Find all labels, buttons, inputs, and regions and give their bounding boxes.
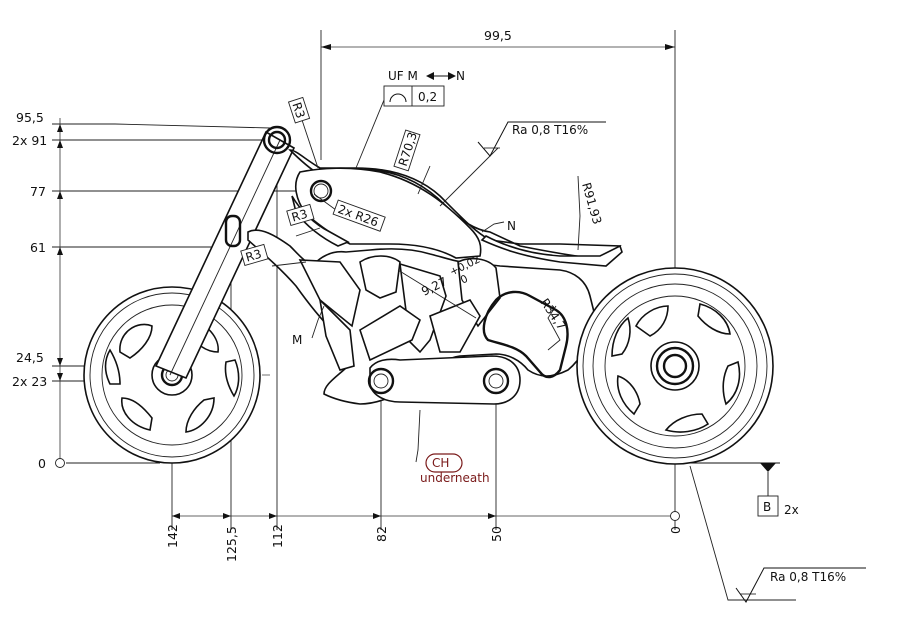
arrow — [57, 373, 63, 381]
arrow — [488, 513, 496, 519]
svg-text:UF M: UF M — [388, 69, 418, 83]
arrow — [57, 124, 63, 132]
leader-r34 — [547, 305, 561, 351]
label-r3-low: R3 — [240, 243, 269, 266]
arrow — [57, 247, 63, 255]
leader-ra-top — [439, 147, 499, 207]
ext-95-b — [114, 123, 271, 129]
leader-9-27 — [397, 269, 477, 319]
arrow — [223, 513, 231, 519]
leader-ch — [415, 409, 421, 463]
origin-marker-h — [670, 511, 680, 521]
leader-r70 — [417, 165, 431, 195]
dim-v-23: 2x 23 — [12, 374, 47, 389]
dim-v-61: 61 — [30, 240, 46, 255]
frame-body — [247, 149, 623, 405]
swingarm — [367, 355, 521, 405]
origin-marker-v — [55, 458, 65, 468]
leader-r3-mid — [295, 227, 321, 237]
front-fork — [154, 125, 296, 380]
svg-text:R3: R3 — [290, 207, 309, 225]
datum-b: B 2x — [690, 462, 799, 517]
point-label-n: N — [507, 219, 516, 233]
leader-profile — [355, 99, 385, 169]
svg-text:0,2: 0,2 — [418, 90, 437, 104]
svg-text:underneath: underneath — [420, 471, 490, 485]
dim-v-95: 95,5 — [16, 110, 44, 125]
arrow — [57, 140, 63, 148]
dim-v-0: 0 — [38, 456, 46, 471]
svg-text:Ra 0,8 T16%: Ra 0,8 T16% — [512, 123, 588, 137]
surface-finish-bottom: Ra 0,8 T16% — [735, 567, 866, 603]
label-r70: R70,3 — [393, 129, 421, 172]
dim-h-142: 142 — [165, 524, 180, 548]
leader-n — [481, 221, 505, 233]
leader-r3-top — [301, 119, 319, 169]
svg-text:R3: R3 — [289, 101, 307, 121]
point-label-m: M — [292, 333, 302, 347]
label-r3-mid: R3 — [286, 203, 315, 226]
svg-text:N: N — [456, 69, 465, 83]
dim-v-77: 77 — [30, 184, 46, 199]
dim-h-112: 112 — [270, 524, 285, 548]
surface-finish-icon — [735, 567, 866, 603]
label-r91: R91,93 — [579, 181, 604, 226]
surface-finish-icon — [477, 121, 606, 157]
surface-finish-top: Ra 0,8 T16% — [477, 121, 606, 157]
profile-tolerance: UF M N 0,2 — [383, 69, 465, 107]
dim-v-91: 2x 91 — [12, 133, 47, 148]
ch-note: CH underneath — [420, 453, 490, 485]
dim-h-82: 82 — [374, 526, 389, 542]
leader-r91 — [577, 175, 581, 251]
svg-text:Ra 0,8 T16%: Ra 0,8 T16% — [770, 570, 846, 584]
leader-r3-low — [271, 261, 307, 267]
arrow — [373, 513, 381, 519]
leader-m — [311, 305, 325, 339]
arrow — [172, 513, 180, 519]
svg-text:R3: R3 — [244, 247, 263, 265]
rear-wheel — [576, 267, 774, 465]
profile-symbol-icon — [389, 93, 407, 103]
arrow — [57, 191, 63, 199]
dim-top-99: 99,5 — [484, 28, 512, 43]
arrow — [269, 513, 277, 519]
arrow — [665, 44, 675, 50]
leader-r26 — [313, 193, 337, 211]
arrow — [321, 44, 331, 50]
dim-v-24: 24,5 — [16, 350, 44, 365]
dim-h-125: 125,5 — [224, 526, 239, 562]
front-wheel — [83, 286, 261, 464]
dim-h-0: 0 — [668, 526, 683, 534]
svg-text:0: 0 — [459, 273, 470, 287]
dim-h-50: 50 — [489, 526, 504, 542]
svg-text:B: B — [763, 500, 771, 514]
fork-slot — [224, 214, 242, 248]
svg-text:CH: CH — [432, 456, 449, 470]
svg-text:2x: 2x — [784, 503, 799, 517]
label-r3-top: R3 — [287, 96, 311, 124]
leader-ra-bottom — [689, 465, 796, 601]
arrow — [57, 358, 63, 366]
